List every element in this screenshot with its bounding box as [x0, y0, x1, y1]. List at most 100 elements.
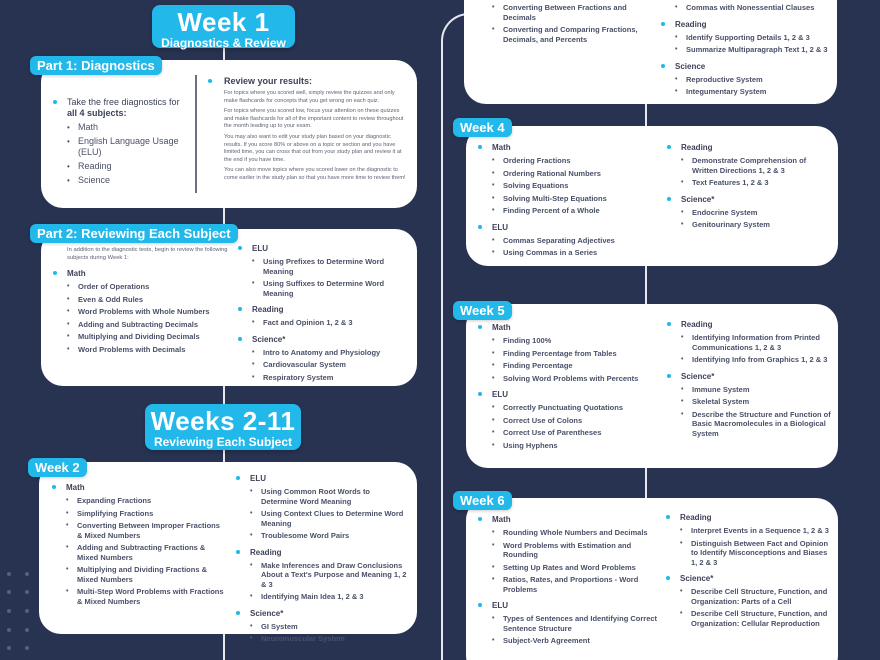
weeks-header-title: Weeks 2-11 [150, 406, 296, 436]
list-item: Adding and Subtracting Fractions & Mixed… [66, 543, 227, 562]
weeks-2-11-header: Weeks 2-11 Reviewing Each Subject [145, 404, 301, 450]
list-item: Converting and Comparing Fractions, Deci… [492, 25, 652, 44]
list-item: Multiplying and Dividing Fractions & Mix… [66, 565, 227, 584]
subject-math: Math [52, 482, 227, 493]
subject-math: Math [478, 322, 658, 333]
list-item: Neuromuscular System [250, 634, 408, 644]
list-item: Distinguish Between Fact and Opinion to … [680, 539, 832, 568]
list-item: Identify Supporting Details 1, 2 & 3 [675, 33, 831, 43]
list-item: Identifying Info from Graphics 1, 2 & 3 [681, 355, 832, 365]
list-item: Correct Use of Parentheses [492, 428, 658, 438]
review-results-column: Review your results: For topics where yo… [208, 76, 408, 183]
list-item: Reading [67, 161, 193, 172]
subject-science: Science* [666, 573, 832, 584]
list-item: Finding Percentage [492, 361, 658, 371]
list-item: Solving Word Problems with Percents [492, 374, 658, 384]
subject-math: Math [478, 514, 658, 525]
week4-left-column: Math Ordering Fractions Ordering Rationa… [478, 142, 658, 264]
list-item: Interpret Events in a Sequence 1, 2 & 3 [680, 526, 832, 536]
week3-card: Converting Between Fractions and Decimal… [464, 0, 837, 104]
list-item: Using Suffixes to Determine Word Meaning [252, 279, 408, 298]
diagnostics-intro: Take the free diagnostics for all 4 subj… [53, 97, 193, 119]
subject-elu: ELU [478, 222, 658, 233]
list-item: Converting Between Fractions and Decimal… [492, 3, 652, 22]
week3-right-column: Commas with Nonessential Clauses Reading… [661, 3, 831, 103]
list-item: Describe Cell Structure, Function, and O… [680, 587, 832, 606]
elu-topic-list: Commas with Nonessential Clauses [675, 3, 831, 13]
list-item: Describe the Structure and Function of B… [681, 410, 832, 439]
week6-left-column: Math Rounding Whole Numbers and Decimals… [478, 514, 658, 652]
list-item: Types of Sentences and Identifying Corre… [492, 614, 658, 633]
list-item: Science [67, 175, 193, 186]
list-item: Finding 100% [492, 336, 658, 346]
review-paragraph: For topics where you scored well, simply… [224, 90, 395, 104]
reading-topic-list: Interpret Events in a Sequence 1, 2 & 3 … [680, 526, 832, 567]
list-item: Math [67, 122, 193, 133]
list-item: Commas with Nonessential Clauses [675, 3, 831, 13]
reading-topic-list: Fact and Opinion 1, 2 & 3 [252, 318, 408, 328]
science-topic-list: Reproductive System Integumentary System [675, 75, 831, 97]
list-item: Using Hyphens [492, 441, 658, 451]
math-topic-list: Expanding Fractions Simplifying Fraction… [66, 496, 227, 606]
list-item: Finding Percentage from Tables [492, 349, 658, 359]
subject-reading: Reading [666, 512, 832, 523]
list-item: Solving Equations [492, 181, 658, 191]
science-topic-list: Describe Cell Structure, Function, and O… [680, 587, 832, 628]
list-item: Demonstrate Comprehension of Written Dir… [681, 156, 832, 175]
part1-card: Take the free diagnostics for all 4 subj… [41, 60, 417, 208]
list-item: Word Problems with Whole Numbers [67, 307, 228, 317]
math-topic-list: Ordering Fractions Ordering Rational Num… [492, 156, 658, 216]
list-item: Adding and Subtracting Decimals [67, 320, 228, 330]
subject-reading: Reading [667, 319, 832, 330]
list-item: Expanding Fractions [66, 496, 227, 506]
review-heading: Review your results: [208, 76, 408, 87]
part1-tag: Part 1: Diagnostics [30, 56, 162, 75]
list-item: Integumentary System [675, 87, 831, 97]
weeks-header-subtitle: Reviewing Each Subject [153, 435, 293, 449]
subject-science: Science* [667, 371, 832, 382]
list-item: Intro to Anatomy and Physiology [252, 348, 408, 358]
list-item: Setting Up Rates and Word Problems [492, 563, 658, 573]
list-item: Multi-Step Word Problems with Fractions … [66, 587, 227, 606]
week3-left-column: Converting Between Fractions and Decimal… [492, 3, 652, 50]
reading-topic-list: Make Inferences and Draw Conclusions Abo… [250, 561, 408, 602]
part2-card: In addition to the diagnostic tests, beg… [41, 229, 417, 386]
math-topic-list: Order of Operations Even & Odd Rules Wor… [67, 282, 228, 354]
list-item: Respiratory System [252, 373, 408, 383]
list-item: Word Problems with Decimals [67, 345, 228, 355]
list-item: Correct Use of Colons [492, 416, 658, 426]
science-topic-list: Immune System Skeletal System Describe t… [681, 385, 832, 439]
list-item: GI System [250, 622, 408, 632]
elu-topic-list: Types of Sentences and Identifying Corre… [492, 614, 658, 646]
reading-topic-list: Identify Supporting Details 1, 2 & 3 Sum… [675, 33, 831, 55]
elu-topic-list: Using Prefixes to Determine Word Meaning… [252, 257, 408, 298]
review-paragraph: For topics where you scored low, focus y… [224, 108, 404, 130]
part2-intro: In addition to the diagnostic tests, beg… [67, 247, 228, 261]
list-item: Ordering Rational Numbers [492, 169, 658, 179]
list-item: Multiplying and Dividing Decimals [67, 332, 228, 342]
list-item: Cardiovascular System [252, 360, 408, 370]
week4-tag: Week 4 [453, 118, 512, 137]
week2-left-column: Math Expanding Fractions Simplifying Fra… [52, 482, 227, 612]
subject-math: Math [53, 268, 228, 279]
list-item: Skeletal System [681, 397, 832, 407]
subject-science: Science* [667, 194, 832, 205]
week4-card: Math Ordering Fractions Ordering Rationa… [466, 126, 838, 266]
week2-tag: Week 2 [28, 458, 87, 477]
list-item: Describe Cell Structure, Function, and O… [680, 609, 832, 628]
list-item: Identifying Main Idea 1, 2 & 3 [250, 592, 408, 602]
list-item: Ratios, Rates, and Proportions - Word Pr… [492, 575, 658, 594]
subject-reading: Reading [238, 304, 408, 315]
part2-tag: Part 2: Reviewing Each Subject [30, 224, 238, 243]
subject-science: Science [661, 61, 831, 72]
part2-right-column: ELU Using Prefixes to Determine Word Mea… [238, 243, 408, 388]
list-item: Converting Between Improper Fractions & … [66, 521, 227, 540]
list-item: Finding Percent of a Whole [492, 206, 658, 216]
part2-left-column: In addition to the diagnostic tests, beg… [53, 247, 228, 360]
subject-elu: ELU [478, 389, 658, 400]
elu-topic-list: Correctly Punctuating Quotations Correct… [492, 403, 658, 450]
math-topic-list: Finding 100% Finding Percentage from Tab… [492, 336, 658, 383]
math-topic-list: Converting Between Fractions and Decimal… [492, 3, 652, 44]
week6-card: Math Rounding Whole Numbers and Decimals… [466, 498, 838, 660]
list-item: Using Prefixes to Determine Word Meaning [252, 257, 408, 276]
